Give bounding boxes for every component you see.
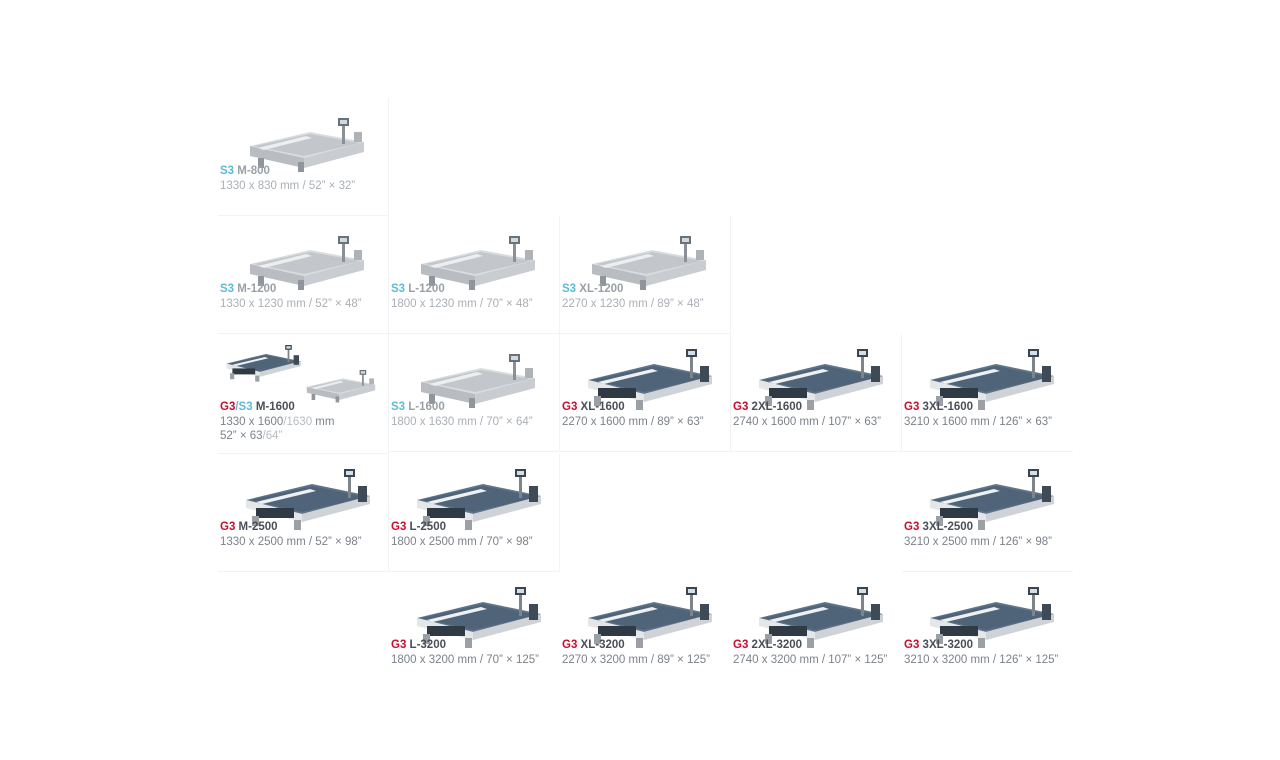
product-label: G3 M-2500 1330 x 2500 mm / 52” × 98”: [220, 520, 362, 549]
product-label: S3 M-1200 1330 x 1230 mm / 52” × 48”: [220, 282, 362, 311]
dimensions: 2270 x 1230 mm / 89” × 48”: [562, 297, 704, 310]
dims-unit: mm: [312, 415, 335, 428]
model-name: 2XL-3200: [751, 639, 803, 651]
model-name: L-2500: [409, 521, 446, 533]
dimensions: 1800 x 3200 mm / 70” × 125”: [391, 653, 539, 666]
model-name: M-1600: [255, 401, 295, 413]
product-label: G3 2XL-1600 2740 x 1600 mm / 107” × 63”: [733, 400, 881, 429]
dimensions: 1330 x 2500 mm / 52” × 98”: [220, 535, 362, 548]
series-badge: S3: [220, 165, 235, 177]
series-badge: G3: [220, 521, 236, 533]
dims-s3-inch: 64”: [265, 430, 283, 442]
dimensions: 2270 x 3200 mm / 89” × 125”: [562, 653, 710, 666]
dimensions: 3210 x 1600 mm / 126” × 63”: [904, 415, 1052, 428]
model-name: M-800: [237, 165, 270, 177]
product-label: G3 XL-1600 2270 x 1600 mm / 89” × 63”: [562, 400, 704, 429]
series-badge: G3: [562, 401, 578, 413]
dims-s3-mm: 1630: [286, 415, 313, 428]
series-badge: S3: [562, 283, 577, 295]
product-label: S3 XL-1200 2270 x 1230 mm / 89” × 48”: [562, 282, 704, 311]
model-name: 3XL-1600: [922, 401, 974, 413]
product-card-g3-3xl2500[interactable]: G3 3XL-2500 3210 x 2500 mm / 126” × 98”: [902, 454, 1073, 572]
product-card-s3-m800[interactable]: S3 M-800 1330 x 830 mm / 52” × 32”: [218, 98, 389, 216]
product-label: G3 3XL-3200 3210 x 3200 mm / 126” × 125”: [904, 638, 1058, 667]
series-badge: G3: [904, 401, 920, 413]
product-label: G3 XL-3200 2270 x 3200 mm / 89” × 125”: [562, 638, 710, 667]
model-name: XL-3200: [580, 639, 625, 651]
product-label: S3 M-800 1330 x 830 mm / 52” × 32”: [220, 164, 355, 193]
series-badge-s3: S3: [238, 401, 253, 413]
model-name: M-2500: [238, 521, 278, 533]
product-card-s3-l1200[interactable]: S3 L-1200 1800 x 1230 mm / 70” × 48”: [389, 216, 560, 334]
product-label: G3 3XL-1600 3210 x 1600 mm / 126” × 63”: [904, 400, 1052, 429]
product-card-s3-l1600[interactable]: S3 L-1600 1800 x 1630 mm / 70” × 64”: [389, 334, 560, 452]
product-label: G3 3XL-2500 3210 x 2500 mm / 126” × 98”: [904, 520, 1052, 549]
dimensions-mm: 1330 x 1600/1630 mm: [220, 415, 334, 430]
model-name: L-1600: [408, 401, 445, 413]
product-label: S3 L-1200 1800 x 1230 mm / 70” × 48”: [391, 282, 533, 311]
product-card-g3-m2500[interactable]: G3 M-2500 1330 x 2500 mm / 52” × 98”: [218, 454, 389, 572]
series-badge: G3: [391, 639, 407, 651]
series-badge: G3: [391, 521, 407, 533]
product-card-g3-3xl3200[interactable]: G3 3XL-3200 3210 x 3200 mm / 126” × 125”: [902, 572, 1073, 690]
product-card-g3-l3200[interactable]: G3 L-3200 1800 x 3200 mm / 70” × 125”: [389, 572, 560, 690]
dimensions: 1800 x 1230 mm / 70” × 48”: [391, 297, 533, 310]
dimensions: 2270 x 1600 mm / 89” × 63”: [562, 415, 704, 428]
dims-separator: /: [283, 415, 287, 428]
series-badge: G3: [904, 639, 920, 651]
series-separator: /: [235, 401, 239, 413]
series-badge: S3: [220, 283, 235, 295]
dimensions: 3210 x 3200 mm / 126” × 125”: [904, 653, 1059, 666]
dimensions: 1330 x 1230 mm / 52” × 48”: [220, 297, 362, 310]
model-name: M-1200: [237, 283, 277, 295]
model-name: XL-1600: [580, 401, 625, 413]
model-name: 3XL-3200: [922, 639, 974, 651]
dimensions: 1800 x 2500 mm / 70” × 98”: [391, 535, 533, 548]
product-label: G3 L-2500 1800 x 2500 mm / 70” × 98”: [391, 520, 533, 549]
model-name: 3XL-2500: [922, 521, 974, 533]
series-badge-g3: G3: [220, 401, 236, 413]
dimensions-inch: 52” × 63/64”: [220, 429, 334, 444]
model-name: L-3200: [409, 639, 446, 651]
series-badge: G3: [733, 639, 749, 651]
product-card-s3-xl1200[interactable]: S3 XL-1200 2270 x 1230 mm / 89” × 48”: [560, 216, 731, 334]
product-card-g3-l2500[interactable]: G3 L-2500 1800 x 2500 mm / 70” × 98”: [389, 454, 560, 572]
product-label: G3/S3 M-1600 1330 x 1600/1630 mm 52” × 6…: [220, 400, 334, 444]
product-card-g3-s3-m1600[interactable]: G3/S3 M-1600 1330 x 1600/1630 mm 52” × 6…: [218, 334, 389, 454]
model-name: 2XL-1600: [751, 401, 803, 413]
series-badge: G3: [904, 521, 920, 533]
series-badge: G3: [733, 401, 749, 413]
model-name: XL-1200: [579, 283, 624, 295]
dimensions: 1800 x 1630 mm / 70” × 64”: [391, 415, 533, 428]
product-label: G3 2XL-3200 2740 x 3200 mm / 107” × 125”: [733, 638, 887, 667]
dims-inch-separator: /: [262, 430, 266, 442]
product-card-g3-xl1600[interactable]: G3 XL-1600 2270 x 1600 mm / 89” × 63”: [560, 334, 731, 452]
product-card-g3-xl3200[interactable]: G3 XL-3200 2270 x 3200 mm / 89” × 125”: [560, 572, 731, 690]
series-badge: G3: [562, 639, 578, 651]
product-label: G3 L-3200 1800 x 3200 mm / 70” × 125”: [391, 638, 539, 667]
dimensions: 2740 x 1600 mm / 107” × 63”: [733, 415, 881, 428]
dims-g3-mm: 1330 x 1600: [220, 415, 284, 428]
product-card-s3-m1200[interactable]: S3 M-1200 1330 x 1230 mm / 52” × 48”: [218, 216, 389, 334]
product-label: S3 L-1600 1800 x 1630 mm / 70” × 64”: [391, 400, 533, 429]
product-card-g3-2xl3200[interactable]: G3 2XL-3200 2740 x 3200 mm / 107” × 125”: [731, 572, 902, 690]
product-card-g3-3xl1600[interactable]: G3 3XL-1600 3210 x 1600 mm / 126” × 63”: [902, 334, 1073, 452]
dimensions: 3210 x 2500 mm / 126” × 98”: [904, 535, 1052, 548]
series-badge: S3: [391, 283, 406, 295]
model-name: L-1200: [408, 283, 445, 295]
product-card-g3-2xl1600[interactable]: G3 2XL-1600 2740 x 1600 mm / 107” × 63”: [731, 334, 902, 452]
dimensions: 2740 x 3200 mm / 107” × 125”: [733, 653, 888, 666]
dimensions: 1330 x 830 mm / 52” × 32”: [220, 179, 356, 192]
series-badge: S3: [391, 401, 406, 413]
dims-g3-inch: 52” × 63: [220, 430, 263, 442]
